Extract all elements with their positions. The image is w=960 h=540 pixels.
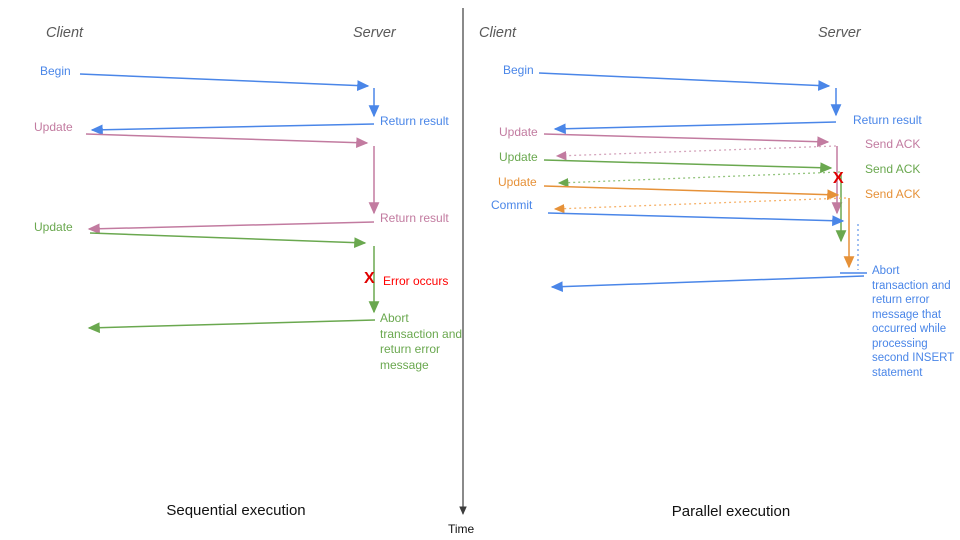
right-send-ack-3-label: Send ACK — [865, 187, 921, 201]
left-return-result-2-arrow — [87, 221, 375, 235]
left-return-result-1-label: Return result — [380, 114, 449, 128]
left-return-result-1-arrow — [90, 123, 375, 136]
left-return-result-2-label: Return result — [380, 211, 449, 225]
right-begin-label: Begin — [503, 63, 534, 77]
left-abort-return-arrow — [87, 319, 376, 334]
left-caption-sequential-execution: Sequential execution — [166, 502, 306, 519]
left-update-2-label: Update — [34, 220, 73, 234]
right-client-header: Client — [479, 25, 517, 41]
right-return-result-arrow — [553, 121, 837, 135]
right-update-3-label: Update — [498, 175, 537, 189]
right-send-ack-1-arrow — [555, 145, 837, 161]
right-send-ack-1-label: Send ACK — [865, 137, 921, 151]
right-return-result-label: Return result — [853, 113, 922, 127]
left-update-1-request-arrow — [85, 133, 369, 149]
left-server-header: Server — [353, 25, 396, 41]
left-abort-message-label: Abort transaction and return error messa… — [380, 311, 463, 372]
right-update-1-request-arrow — [543, 133, 830, 148]
left-begin-label: Begin — [40, 64, 71, 78]
right-update-1-label: Update — [499, 125, 538, 139]
left-update-1-label: Update — [34, 120, 73, 134]
left-error-occurs-label: Error occurs — [383, 274, 449, 288]
left-error-x-icon: X — [364, 270, 375, 287]
right-error-x-icon: X — [833, 170, 844, 187]
time-axis-label: Time — [448, 522, 475, 536]
right-update-2-request-arrow — [543, 159, 833, 174]
right-send-ack-2-arrow — [557, 171, 841, 188]
left-client-header: Client — [46, 25, 84, 41]
right-server-header: Server — [818, 25, 861, 41]
left-begin-request-arrow — [79, 73, 370, 91]
left-update-2-request-arrow — [89, 232, 367, 249]
right-abort-message-label: Abort transaction and return error messa… — [872, 265, 955, 379]
right-update-2-label: Update — [499, 150, 538, 164]
right-commit-label: Commit — [491, 198, 533, 212]
right-abort-return-arrow — [550, 275, 865, 293]
right-send-ack-2-label: Send ACK — [865, 162, 921, 176]
right-caption-parallel-execution: Parallel execution — [671, 503, 791, 520]
right-send-ack-3-arrow — [553, 197, 847, 214]
right-update-3-request-arrow — [543, 185, 840, 201]
right-commit-request-arrow — [547, 212, 845, 227]
right-begin-request-arrow — [538, 72, 831, 91]
